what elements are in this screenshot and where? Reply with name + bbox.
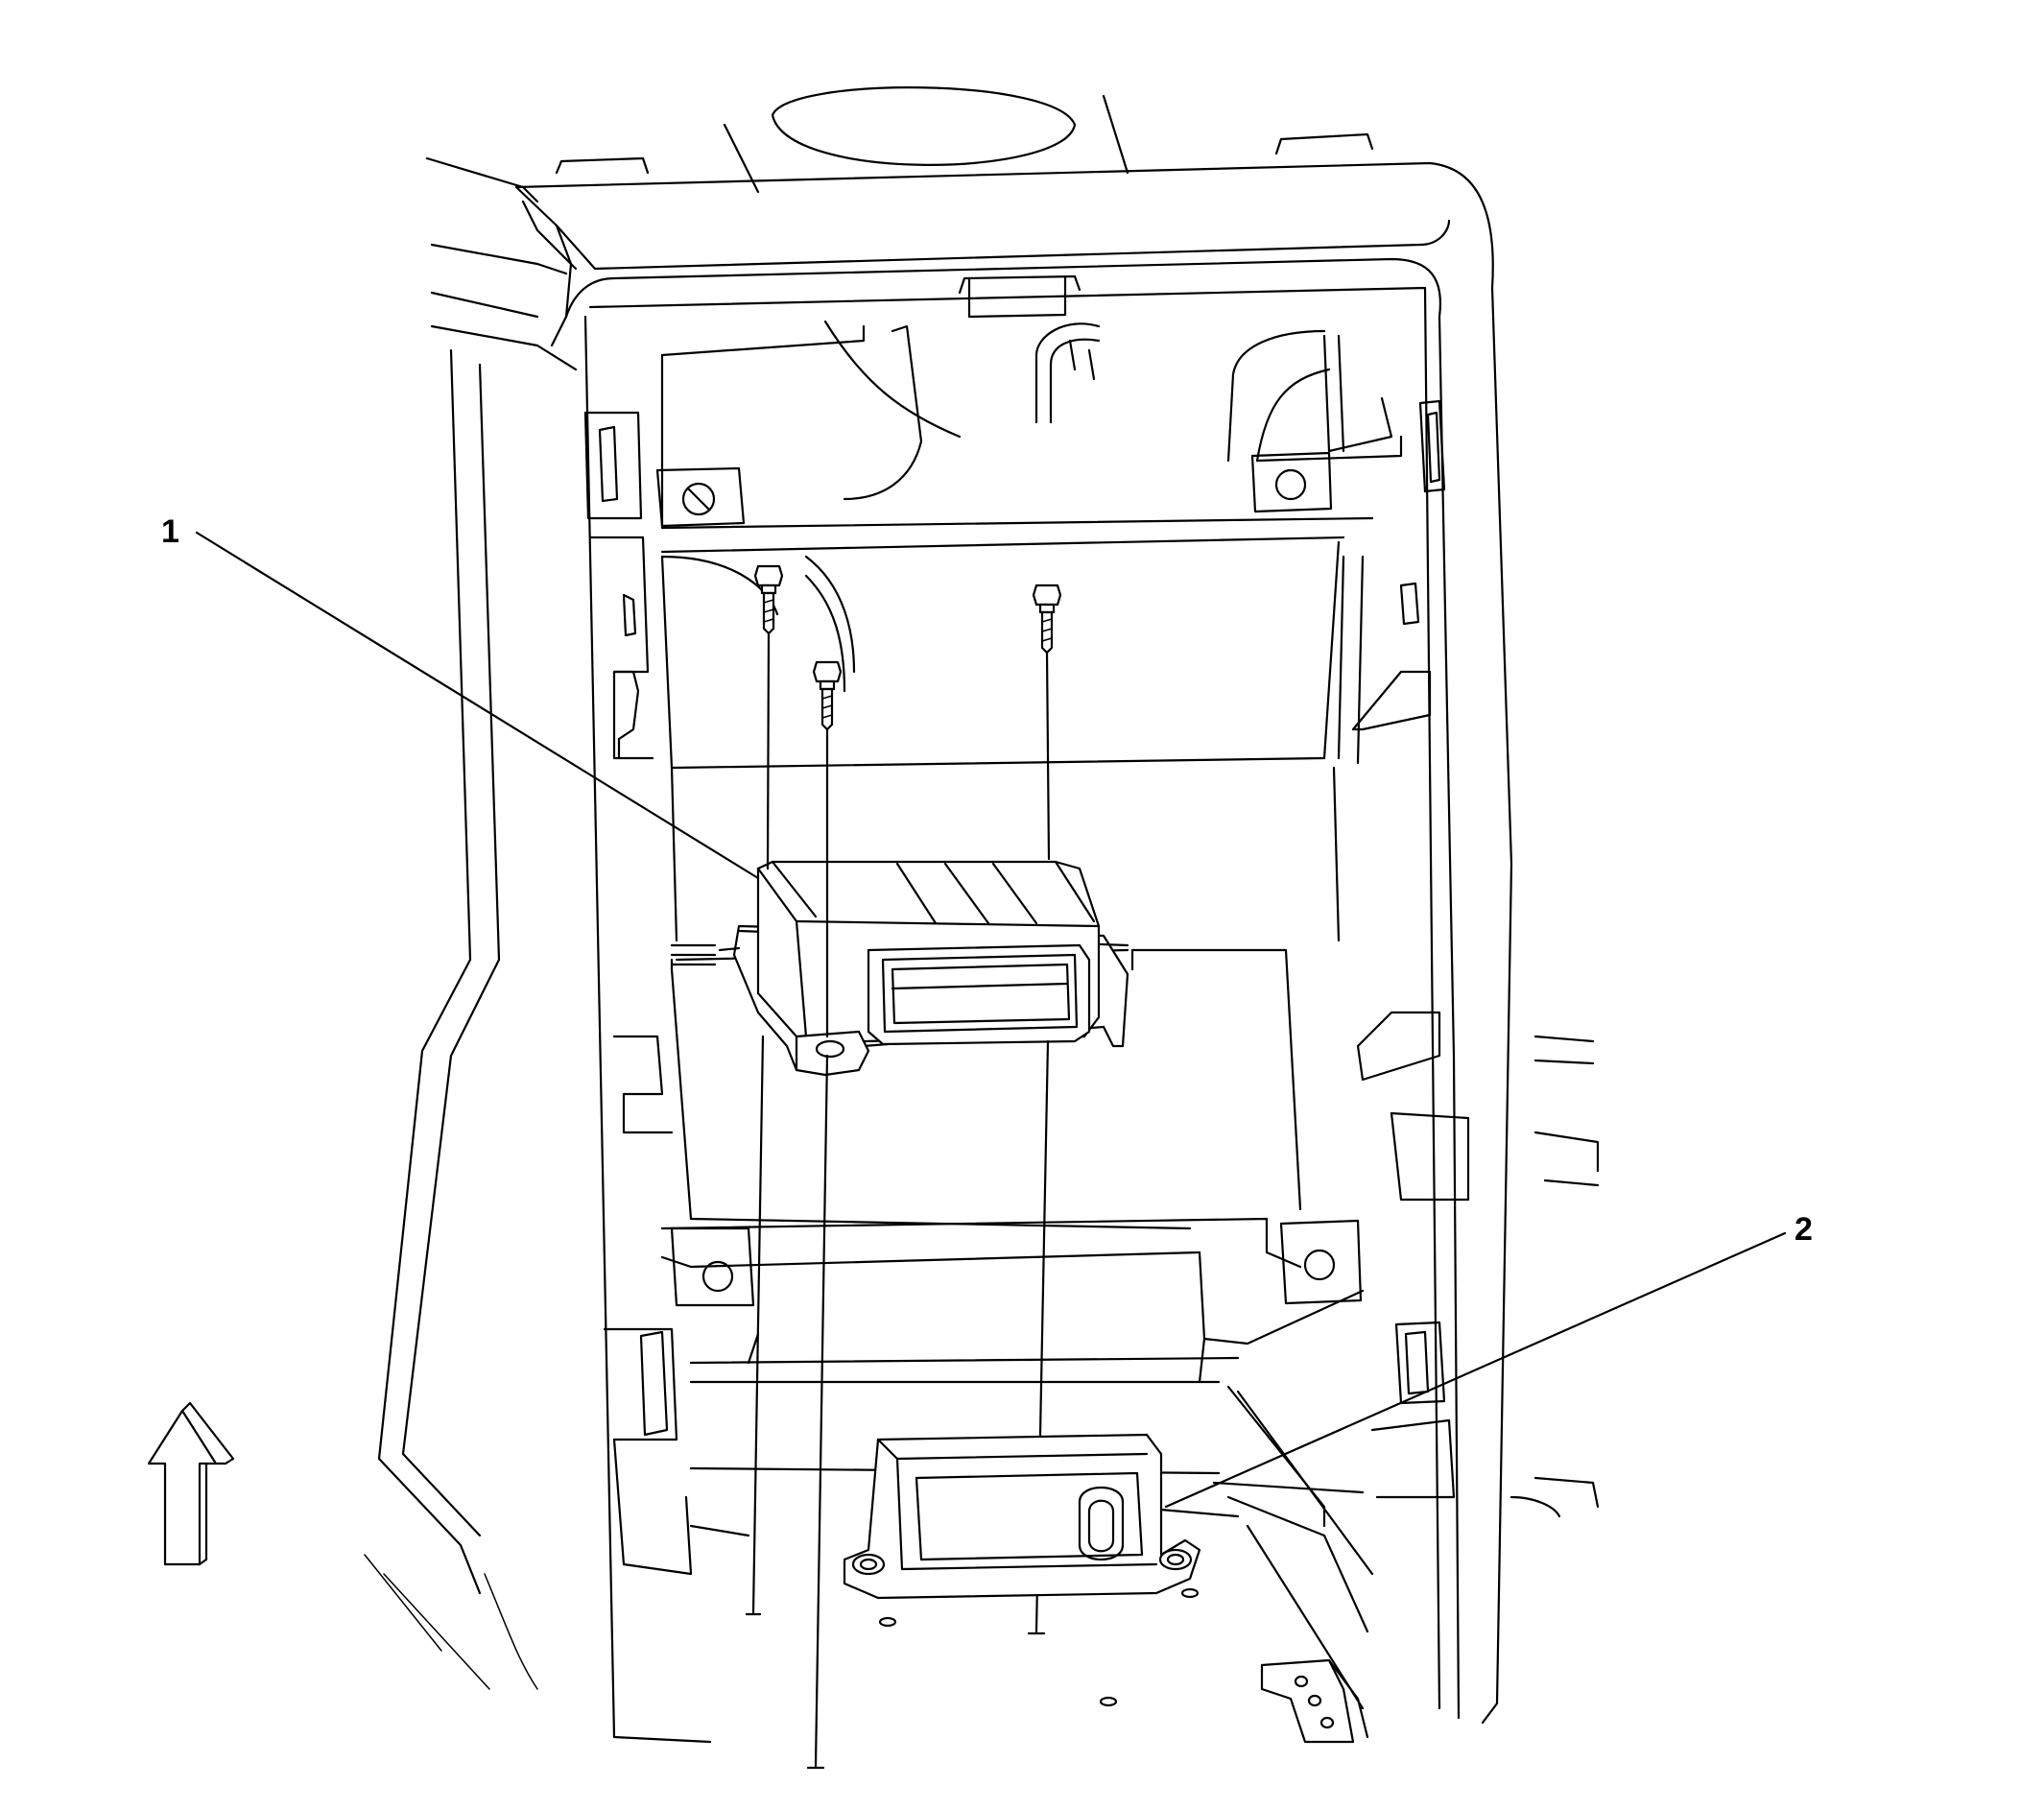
instrument-panel-frame <box>514 86 1513 1744</box>
bolt-a <box>745 564 784 1616</box>
module-bracket-2 <box>843 1433 1201 1600</box>
control-module-1 <box>670 860 1129 1077</box>
bolt-b <box>806 660 843 1770</box>
mounting-bolts <box>745 564 1200 1770</box>
right-column-details <box>1250 399 1600 1518</box>
leader-line-2 <box>1164 1231 1787 1509</box>
callout-label-2: 2 <box>1794 1211 1813 1248</box>
left-side-panel <box>364 156 578 1690</box>
callout-2: 2 <box>1164 1211 1813 1509</box>
leader-line-1 <box>195 531 760 880</box>
interior-structure <box>660 320 1403 1230</box>
up-arrow-icon <box>147 1401 235 1566</box>
callout-1: 1 <box>161 513 760 880</box>
callout-label-1: 1 <box>161 513 179 550</box>
left-column-details <box>583 411 755 1576</box>
